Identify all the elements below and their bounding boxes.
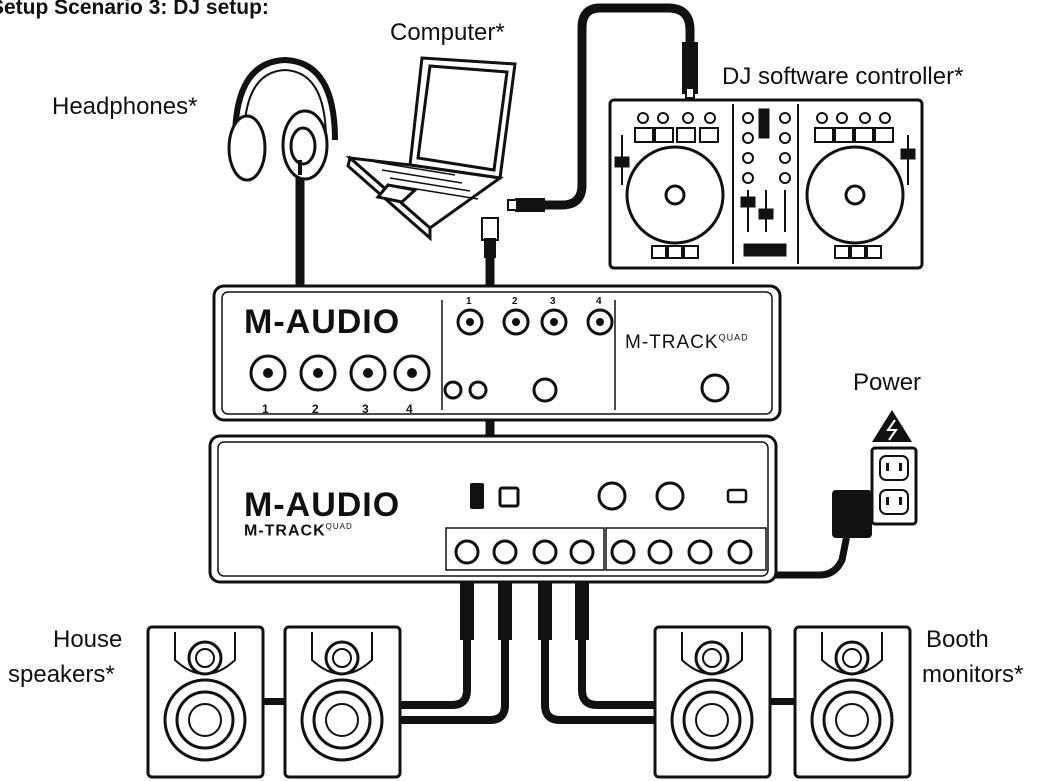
speaker-cable-4	[578, 585, 665, 709]
warning-bolt-icon	[872, 410, 912, 442]
usb-cable-controller	[540, 3, 695, 210]
knob-number-3: 3	[550, 296, 556, 307]
laptop-icon	[345, 56, 517, 242]
label-headphones: Headphones*	[52, 93, 198, 120]
knob-number-1: 1	[466, 296, 472, 307]
front-brand: M-AUDIO	[244, 303, 401, 341]
label-house-1: House	[53, 626, 123, 653]
dj-controller-icon	[608, 98, 924, 270]
interface-front-panel	[212, 284, 782, 422]
label-computer: Computer*	[390, 19, 505, 46]
knob-number-4: 4	[596, 296, 602, 307]
input-number-3: 3	[362, 402, 369, 416]
label-dj-controller: DJ software controller*	[722, 63, 964, 90]
input-number-1: 1	[262, 402, 269, 416]
speaker-icon	[146, 625, 912, 779]
rear-model: M-TRACKQUAD	[244, 522, 353, 540]
label-house-2: speakers*	[8, 661, 115, 688]
diagram-title: Setup Scenario 3: DJ setup:	[0, 0, 269, 19]
front-model-name: M-TRACK	[625, 332, 719, 353]
label-booth-2: monitors*	[922, 661, 1024, 688]
front-model-suffix: QUAD	[718, 332, 749, 343]
label-booth-1: Booth	[926, 626, 989, 653]
rear-model-suffix: QUAD	[325, 522, 353, 531]
input-number-4: 4	[406, 402, 413, 416]
power-outlet-icon	[832, 446, 918, 538]
speaker-cable-3	[541, 585, 665, 724]
knob-number-2: 2	[512, 296, 518, 307]
usb-plug-laptop	[515, 198, 545, 212]
headphones-icon	[227, 56, 338, 182]
interface-rear-panel	[208, 434, 778, 584]
rear-brand: M-AUDIO	[244, 486, 401, 524]
speaker-cable-2	[375, 585, 509, 724]
label-power: Power	[853, 369, 922, 396]
speaker-cable-1	[375, 585, 471, 709]
usb-plug-top	[682, 42, 698, 94]
front-model: M-TRACKQUAD	[625, 332, 749, 354]
input-number-2: 2	[312, 402, 319, 416]
rear-model-name: M-TRACK	[244, 522, 326, 540]
